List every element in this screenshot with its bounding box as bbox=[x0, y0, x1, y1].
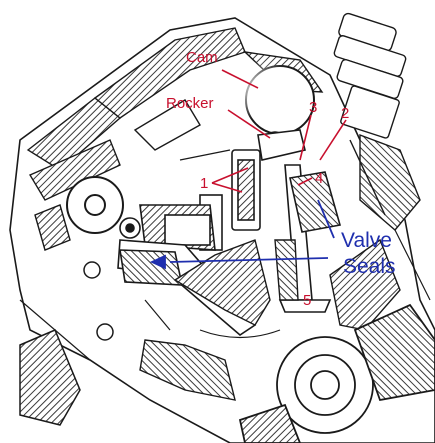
leader-rocker bbox=[227, 109, 271, 139]
label-valve: Valve bbox=[341, 229, 392, 252]
label-rocker: Rocker bbox=[166, 95, 214, 112]
label-4: 4 bbox=[315, 170, 324, 187]
head-casting-hatch bbox=[139, 238, 401, 401]
cam-cover bbox=[26, 27, 324, 251]
label-5: 5 bbox=[303, 292, 312, 309]
detail-lines bbox=[19, 149, 431, 361]
label-2: 2 bbox=[341, 105, 350, 122]
leader-3 bbox=[299, 114, 312, 161]
leader-2 bbox=[319, 119, 347, 161]
spark-plug bbox=[333, 12, 421, 231]
camshaft-lobe bbox=[224, 60, 315, 135]
leader-valve-seal-right bbox=[317, 199, 335, 239]
leader-valve-seal-left bbox=[169, 257, 329, 263]
exhaust-camshaft bbox=[66, 176, 124, 234]
label-seals: Seals bbox=[343, 255, 396, 278]
label-cam: Cam bbox=[186, 49, 218, 66]
lash-adjuster bbox=[199, 149, 261, 251]
leader-4 bbox=[297, 177, 313, 186]
leader-cam bbox=[221, 69, 259, 89]
leader-1b bbox=[211, 182, 243, 193]
red-leader-lines bbox=[211, 69, 347, 193]
label-1: 1 bbox=[200, 175, 209, 192]
leader-arrowhead bbox=[149, 254, 166, 270]
leader-1a bbox=[211, 167, 249, 184]
lower-pulley bbox=[238, 303, 435, 443]
intake-valve bbox=[278, 164, 342, 313]
rocker-arm bbox=[257, 129, 306, 161]
head-bolts bbox=[19, 261, 114, 426]
blue-leader-lines bbox=[149, 199, 335, 270]
label-3: 3 bbox=[309, 99, 318, 116]
